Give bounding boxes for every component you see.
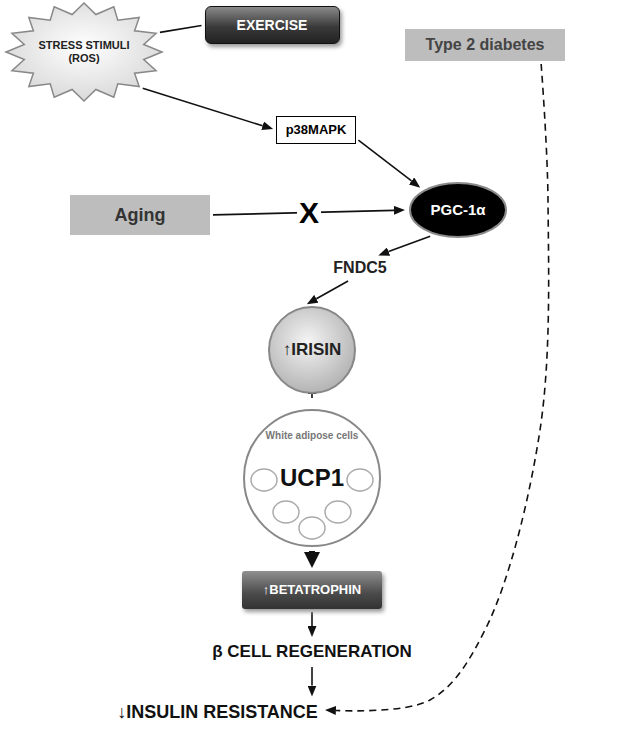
node-label: Type 2 diabetes bbox=[426, 36, 545, 54]
arrow bbox=[311, 612, 313, 626]
arrow bbox=[389, 236, 431, 251]
outcome-label: β CELL REGENERATION bbox=[208, 640, 416, 664]
dashed-arrow bbox=[336, 64, 549, 711]
condition-box: Type 2 diabetes bbox=[405, 29, 565, 61]
node-label: ↓INSULIN RESISTANCE bbox=[117, 702, 318, 723]
region-label: White adipose cells bbox=[242, 430, 382, 442]
arrow bbox=[309, 551, 315, 552]
adipose-cell-circle: White adipose cellsUCP1 bbox=[242, 408, 382, 548]
outcome-label: ↓INSULIN RESISTANCE bbox=[113, 700, 322, 725]
node-label: STRESS STIMULI (ROS) bbox=[34, 39, 134, 64]
node-label: ↑BETATROPHIN bbox=[263, 583, 361, 598]
fat-cell bbox=[325, 501, 351, 523]
node-label: UCP1 bbox=[280, 464, 344, 492]
gene-label: FNDC5 bbox=[329, 257, 391, 280]
starburst-shape bbox=[6, 3, 162, 101]
arrow bbox=[311, 394, 313, 398]
fat-cell bbox=[251, 469, 277, 491]
fat-cell bbox=[347, 469, 373, 491]
regulator-ellipse: PGC-1α bbox=[408, 181, 508, 239]
ellipse-shape bbox=[410, 183, 506, 237]
stress-starburst: STRESS STIMULI (ROS) bbox=[5, 2, 163, 102]
node-label: FNDC5 bbox=[333, 259, 386, 277]
process-box: EXERCISE bbox=[205, 6, 340, 44]
node-label: p38MAPK bbox=[286, 123, 347, 138]
condition-box: Aging bbox=[70, 195, 210, 235]
node-label: PGC-1α bbox=[430, 201, 485, 218]
edge-label: X bbox=[297, 198, 321, 228]
circle-shape bbox=[269, 307, 355, 393]
node-label: β CELL REGENERATION bbox=[212, 642, 412, 662]
arrow bbox=[316, 281, 348, 299]
node-label: ↑IRISIN bbox=[283, 340, 342, 360]
process-box: p38MAPK bbox=[276, 116, 356, 144]
fat-cell bbox=[299, 517, 325, 539]
fat-cell bbox=[273, 501, 299, 523]
process-box: ↑BETATROPHIN bbox=[242, 571, 382, 609]
arrow bbox=[143, 88, 263, 126]
hormone-circle: ↑IRISIN bbox=[267, 305, 357, 395]
node-label: Aging bbox=[115, 205, 166, 226]
connector-line bbox=[160, 25, 202, 32]
arrow bbox=[358, 140, 411, 181]
node-label: EXERCISE bbox=[237, 17, 308, 33]
arrow bbox=[311, 667, 313, 686]
